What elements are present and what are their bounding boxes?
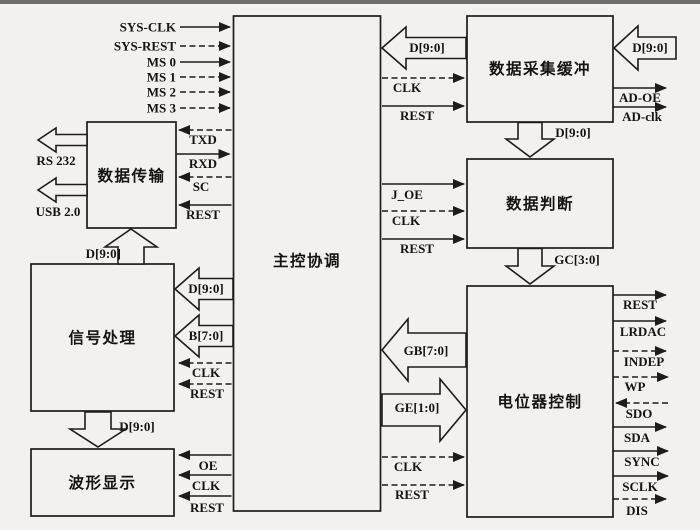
label-sys-clk: SYS-CLK: [120, 20, 177, 35]
label-pot-out-rest: REST: [623, 297, 657, 312]
label-ad-clk: AD-clk: [622, 109, 662, 124]
label-ad-oe: AD-OE: [619, 90, 661, 105]
label-pot-clk: CLK: [394, 459, 423, 474]
bus-arrow-adc-input: [612, 24, 677, 72]
label-rxd: RXD: [189, 156, 217, 171]
label-acq-rest: REST: [400, 108, 434, 123]
label-acq-clk: CLK: [393, 80, 422, 95]
label-adc-input-bus: D[9:0]: [632, 40, 667, 55]
label-sda: SDA: [624, 430, 651, 445]
label-indep: INDEP: [624, 354, 665, 369]
label-judge-clk: CLK: [392, 213, 421, 228]
block-data-transfer-label: 数据传输: [97, 166, 165, 185]
label-judge-to-pot-bus: GC[3:0]: [554, 252, 600, 267]
label-sdo: SDO: [626, 406, 653, 421]
main-wave-signals: OE CLK REST: [178, 450, 232, 515]
label-pot-to-main-bus: GB[7:0]: [404, 343, 449, 358]
label-sclk: SCLK: [622, 479, 658, 494]
bus-arrow-acq-to-judge: [503, 121, 557, 158]
bus-arrow-signal-to-wave: [67, 411, 129, 448]
bus-arrow-main-to-pot: [381, 376, 468, 444]
label-wave-oe: OE: [199, 458, 218, 473]
main-signal-buses: D[9:0] B[7:0] CLK REST: [173, 266, 234, 401]
label-signal-clk: CLK: [192, 365, 221, 380]
label-signal-rest: REST: [190, 386, 224, 401]
block-waveform-display-label: 波形显示: [68, 473, 136, 492]
label-sc: SC: [193, 179, 210, 194]
transfer-main-signals: TXD RXD SC REST: [176, 125, 232, 222]
pot-output-signals: REST LRDAC INDEP WP SDO SDA SYNC SCLK DI…: [613, 290, 669, 518]
scan-edge: [0, 0, 700, 4]
bus-arrow-signal-to-transfer: [102, 228, 160, 265]
block-signal-processing: [30, 263, 175, 412]
label-sys-rest: SYS-REST: [114, 39, 176, 54]
block-potentiometer-control-label: 电位器控制: [497, 392, 582, 411]
block-data-judgment-label: 数据判断: [506, 194, 574, 213]
label-main-to-pot-bus: GE[1:0]: [395, 400, 440, 415]
block-main-control-label: 主控协调: [273, 251, 341, 270]
label-j-oe: J_OE: [391, 187, 423, 202]
label-signal-to-wave-bus: D[9:0]: [119, 419, 154, 434]
label-signal-to-transfer-bus: D[9:0]: [86, 246, 121, 261]
bus-arrow-judge-to-pot: [503, 247, 557, 285]
label-ms3: MS 3: [147, 101, 177, 116]
block-acquisition-buffer-label: 数据采集缓冲: [489, 59, 591, 78]
bus-arrow-d-to-signal: [173, 266, 234, 312]
main-judge-signals: J_OE CLK REST: [382, 179, 465, 256]
block-data-transfer: [86, 121, 177, 229]
label-wave-clk: CLK: [192, 478, 221, 493]
block-signal-processing-label: 信号处理: [68, 328, 136, 347]
label-txd: TXD: [189, 132, 216, 147]
label-acq-to-main-bus: D[9:0]: [409, 40, 444, 55]
label-acq-to-judge-bus: D[9:0]: [555, 125, 590, 140]
label-ms2: MS 2: [147, 85, 176, 100]
label-judge-rest: REST: [400, 241, 434, 256]
bus-arrow-rs232: [36, 126, 88, 154]
bus-arrow-acq-to-main: [380, 25, 467, 71]
label-d-to-signal: D[9:0]: [188, 281, 223, 296]
label-ms1: MS 1: [147, 70, 176, 85]
bus-arrow-usb: [36, 176, 88, 204]
acq-output-signals: AD-OE AD-clk: [613, 83, 667, 124]
label-ms0: MS 0: [147, 55, 176, 70]
block-waveform-display: [30, 448, 175, 517]
bus-arrow-pot-to-main: [380, 316, 467, 384]
label-wave-rest: REST: [190, 500, 224, 515]
label-sync: SYNC: [624, 454, 659, 469]
label-transfer-rest: REST: [186, 207, 220, 222]
bus-arrow-b-to-signal: [173, 313, 234, 359]
block-potentiometer-control: [466, 285, 614, 518]
label-rs232: RS 232: [36, 153, 75, 168]
label-pot-rest: REST: [395, 487, 429, 502]
label-b-to-signal: B[7:0]: [189, 328, 224, 343]
transfer-external-buses: RS 232 USB 2.0: [36, 126, 88, 219]
label-wp: WP: [625, 379, 646, 394]
system-input-signals: SYS-CLK SYS-REST MS 0 MS 1 MS 2 MS 3: [114, 20, 231, 116]
label-lrdac: LRDAC: [620, 324, 666, 339]
label-dis: DIS: [626, 503, 648, 518]
main-pot-signals: CLK REST: [382, 452, 465, 502]
label-usb: USB 2.0: [36, 204, 81, 219]
main-acq-signals: CLK REST: [382, 73, 465, 123]
block-main-control: [232, 15, 382, 512]
